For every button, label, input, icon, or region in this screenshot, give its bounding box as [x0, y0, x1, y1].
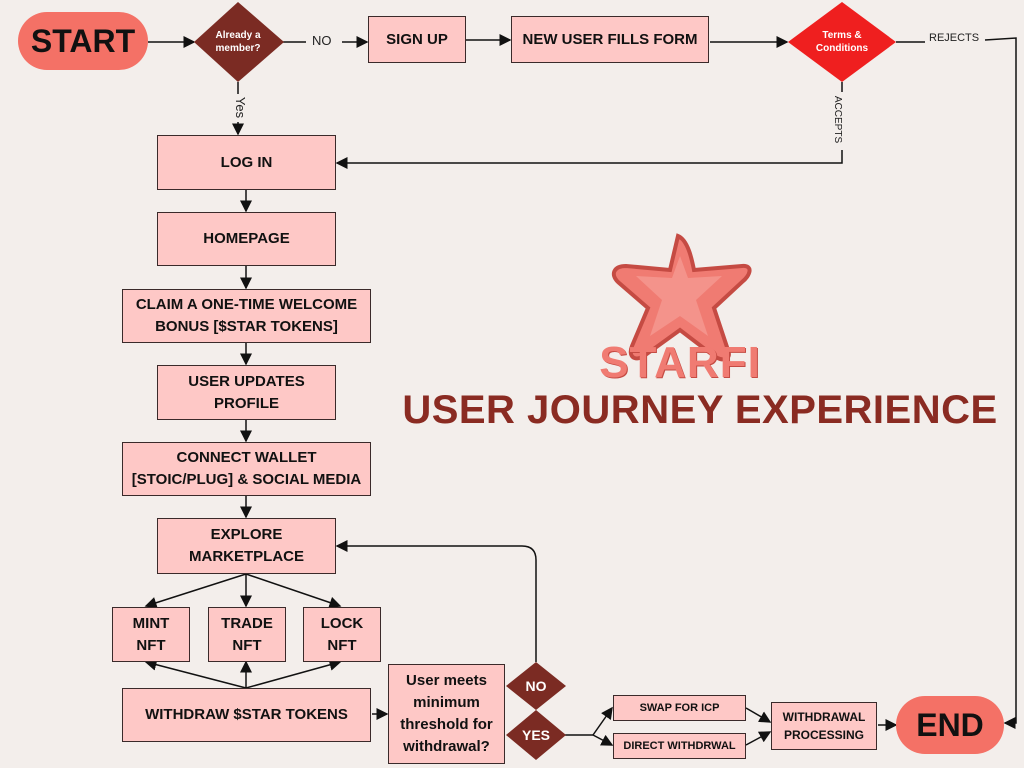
end-node: END	[896, 696, 1004, 754]
yes-label: Yes	[233, 94, 249, 121]
no-badge-label: NO	[525, 678, 547, 694]
yes-badge-diamond	[506, 710, 566, 760]
no-label: NO	[310, 33, 334, 48]
accepts-label: ACCEPTS	[832, 93, 844, 146]
star-logo-icon	[611, 233, 752, 362]
homepage-box: HOMEPAGE	[157, 212, 336, 266]
yes-badge-label: YES	[521, 727, 550, 743]
explore-marketplace-box: EXPLORE MARKETPLACE	[157, 518, 336, 574]
terms-decision-label: Terms & Conditions	[815, 30, 869, 54]
rejects-label: REJECTS	[927, 32, 982, 44]
no-badge-diamond	[506, 662, 566, 710]
update-profile-box: USER UPDATES PROFILE	[157, 365, 336, 420]
withdraw-tokens-box: WITHDRAW $STAR TOKENS	[122, 688, 371, 742]
connect-wallet-box: CONNECT WALLET [STOIC/PLUG] & SOCIAL MED…	[122, 442, 371, 496]
headline-title: USER JOURNEY EXPERIENCE	[402, 388, 998, 432]
member-decision-diamond	[194, 2, 284, 82]
claim-bonus-box: CLAIM A ONE-TIME WELCOME BONUS [$STAR TO…	[122, 289, 371, 343]
lock-nft-box: LOCK NFT	[303, 607, 381, 662]
trade-nft-box: TRADE NFT	[208, 607, 286, 662]
terms-decision-diamond	[788, 2, 896, 82]
swap-icp-box: SWAP FOR ICP	[613, 695, 746, 721]
withdrawal-processing-box: WITHDRAWAL PROCESSING	[771, 702, 877, 750]
direct-withdrawal-box: DIRECT WITHDRWAL	[613, 733, 746, 759]
new-user-form-box: NEW USER FILLS FORM	[511, 16, 709, 63]
member-decision-label: Already a member?	[215, 30, 261, 54]
log-in-box: LOG IN	[157, 135, 336, 190]
start-node: START	[18, 12, 148, 70]
sign-up-box: SIGN UP	[368, 16, 466, 63]
threshold-box: User meets minimum threshold for withdra…	[388, 664, 505, 764]
mint-nft-box: MINT NFT	[112, 607, 190, 662]
brand-title: STARFI	[599, 338, 761, 387]
